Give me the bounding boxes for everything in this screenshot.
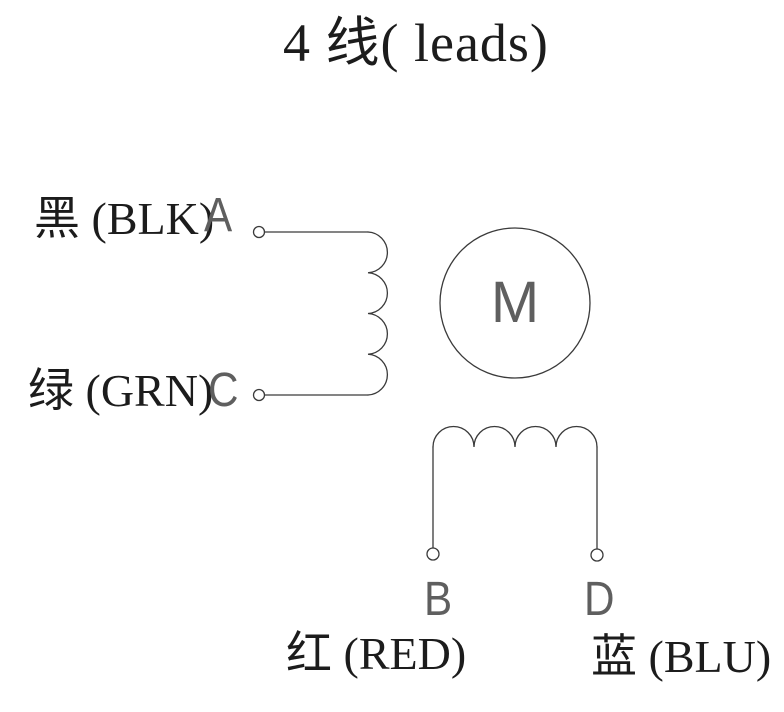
motor-label: M <box>491 270 539 335</box>
lead-label-red: 红 (RED) <box>286 628 467 679</box>
terminal-label-d: D <box>584 573 615 626</box>
diagram-title: 4 线( leads) <box>283 13 549 73</box>
coil-ac <box>367 231 388 396</box>
terminal-label-a: A <box>204 189 233 242</box>
coil-bd <box>432 425 598 448</box>
terminal-label-b: B <box>424 573 453 626</box>
motor-circle <box>439 227 591 379</box>
lead-label-blue: 蓝 (BLU) <box>591 631 772 682</box>
terminal-label-c: C <box>208 364 239 417</box>
terminal-circle-a <box>252 225 266 239</box>
terminal-circle-b <box>426 547 440 561</box>
terminal-circle-d <box>590 548 604 562</box>
terminal-circle-c <box>252 388 266 402</box>
lead-label-black: 黑 (BLK) <box>34 193 215 244</box>
lead-label-green: 绿 (GRN) <box>28 365 214 416</box>
